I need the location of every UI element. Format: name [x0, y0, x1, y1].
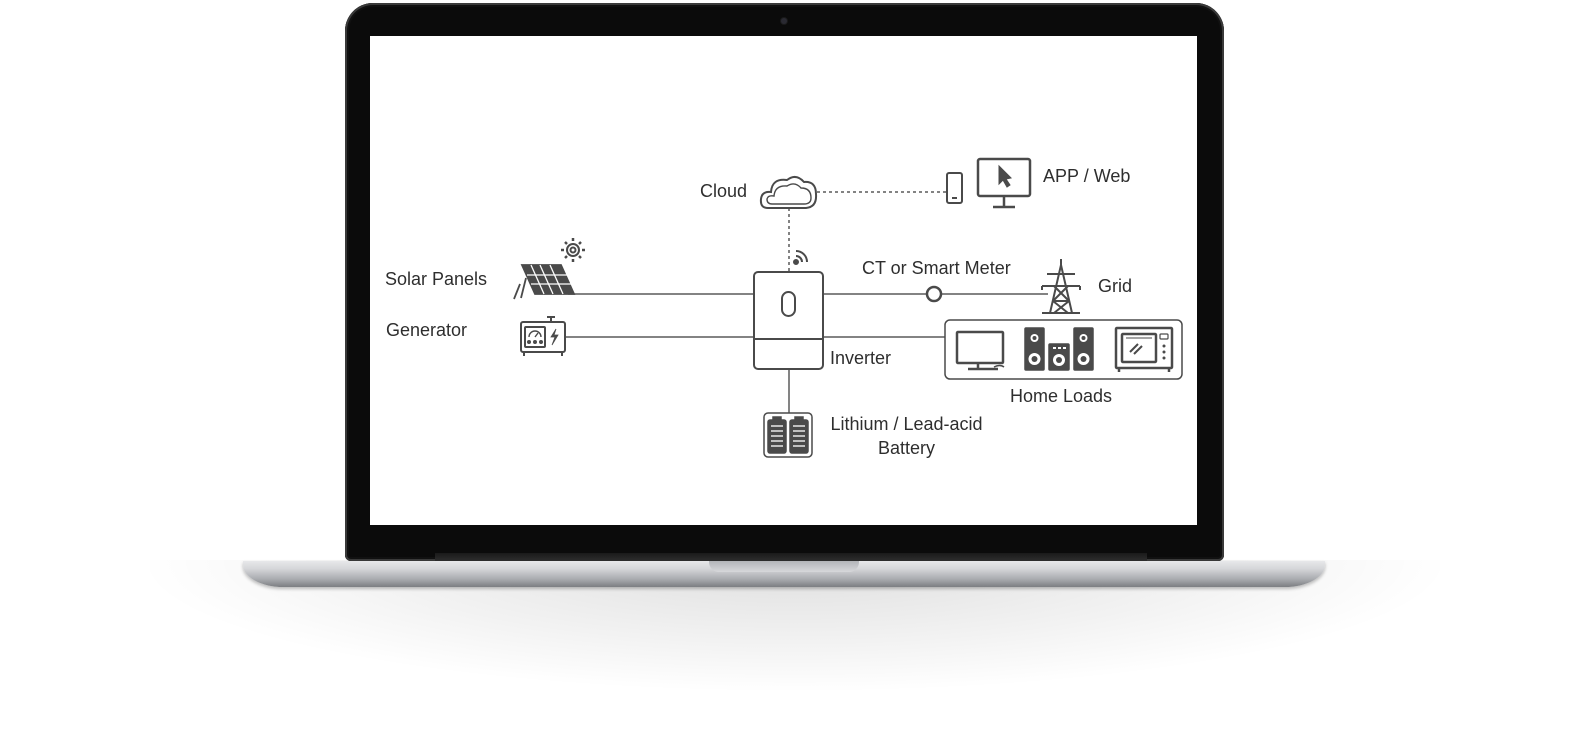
battery-label-line1: Lithium / Lead-acid — [830, 414, 983, 434]
speakers-icon — [1024, 327, 1094, 371]
phone-icon — [946, 172, 963, 204]
wifi-icon — [793, 250, 808, 265]
grid-label: Grid — [1098, 276, 1133, 296]
solar-panel-icon — [513, 264, 576, 300]
battery-label-line2: Battery — [877, 438, 936, 458]
inverter-label: Inverter — [830, 348, 892, 368]
home-loads-label: Home Loads — [1010, 386, 1113, 406]
solar-panels-label: Solar Panels — [385, 269, 488, 289]
laptop-screen: Cloud APP / Web Solar Panels Generator C… — [370, 36, 1197, 525]
cloud-icon — [759, 176, 818, 209]
battery-icon — [763, 412, 813, 458]
sun-icon — [561, 238, 585, 262]
microwave-icon — [1114, 326, 1174, 372]
webcam-icon — [781, 18, 787, 24]
meter-label: CT or Smart Meter — [862, 258, 1011, 278]
laptop-base — [243, 561, 1325, 587]
laptop-lid: Cloud APP / Web Solar Panels Generator C… — [345, 3, 1224, 561]
laptop-hinge — [435, 553, 1147, 561]
laptop-notch — [709, 561, 859, 572]
app-web-label: APP / Web — [1043, 166, 1131, 186]
generator-label: Generator — [386, 320, 468, 340]
generator-icon — [520, 316, 566, 356]
system-diagram — [513, 157, 1183, 458]
tv-icon — [955, 330, 1005, 371]
grid-tower-icon — [1041, 259, 1081, 314]
battery-label: Lithium / Lead-acid Battery — [819, 412, 994, 460]
meter-icon — [925, 285, 943, 303]
inverter-icon — [753, 271, 824, 370]
cloud-label: Cloud — [700, 181, 748, 201]
monitor-icon — [976, 157, 1032, 209]
